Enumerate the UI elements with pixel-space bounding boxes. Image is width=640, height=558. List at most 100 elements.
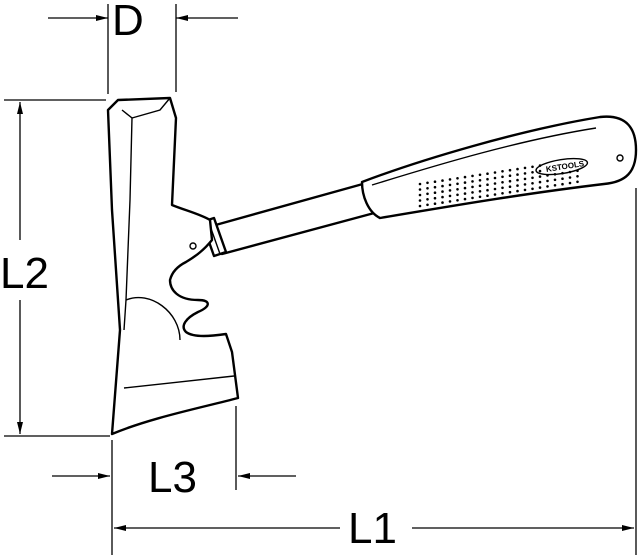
dimension-label-l1: L1: [348, 504, 397, 553]
dimension-label-l3: L3: [148, 453, 197, 502]
grip-dot: [441, 190, 444, 193]
grip-dot: [576, 180, 579, 184]
grip-dot: [418, 188, 422, 191]
grip-dot: [456, 188, 459, 191]
grip-dot: [441, 201, 444, 204]
grip-dot: [433, 180, 437, 183]
grip-dot: [531, 187, 534, 191]
grip-dot: [426, 187, 429, 190]
grip-dot: [501, 170, 504, 173]
nail-hole: [189, 242, 197, 250]
grip-dot: [508, 174, 512, 177]
grip-dot: [486, 183, 489, 186]
grip-dot: [478, 173, 482, 177]
grip-dot: [523, 166, 527, 170]
dimension-label-l2: L2: [0, 249, 49, 298]
grip-dot: [553, 178, 557, 182]
grip-dot: [516, 189, 519, 193]
grip-dot: [418, 193, 422, 197]
grip-dot: [433, 185, 437, 189]
grip-dot: [568, 176, 572, 179]
grip-dot: [448, 194, 452, 198]
handle-grip: [360, 115, 638, 220]
dimension-l1: L1: [114, 188, 637, 555]
grip-dot: [433, 191, 437, 194]
dimension-d: D: [48, 0, 238, 94]
hatchet-head: [106, 96, 240, 436]
grip-dot: [486, 194, 489, 197]
grip-dot: [546, 185, 549, 188]
grip-dot: [471, 180, 474, 183]
grip-dot: [486, 177, 489, 181]
grip-dot: [531, 176, 534, 180]
grip-dot: [456, 193, 459, 197]
grip-dot: [433, 202, 437, 205]
grip-dot: [418, 182, 422, 186]
grip-dot: [538, 169, 542, 173]
grip-dot: [448, 200, 452, 203]
grip-dot: [501, 192, 504, 195]
grip-dot: [478, 195, 482, 199]
grip-dot: [501, 186, 504, 190]
grip-dot: [508, 185, 512, 188]
grip-dot: [523, 177, 527, 181]
grip-dot: [448, 178, 452, 181]
grip-dot: [531, 165, 534, 169]
grip-dot: [486, 172, 489, 175]
grip-dot: [486, 188, 489, 192]
grip-dot: [501, 175, 504, 179]
grip-dot: [516, 173, 519, 176]
grip-dot: [531, 171, 534, 174]
grip-dot: [493, 176, 497, 180]
hanging-hole: [616, 154, 624, 162]
grip-dot: [516, 167, 519, 171]
dimension-label-d: D: [112, 0, 144, 45]
grip-dot: [493, 193, 497, 196]
grip-dot: [418, 199, 422, 202]
grip-dot: [561, 177, 564, 180]
grip-dot: [463, 197, 467, 201]
grip-dot: [471, 185, 474, 189]
grip-dot: [463, 186, 467, 190]
grip-dot: [471, 191, 474, 194]
grip-dot: [463, 181, 467, 184]
grip-dot: [478, 184, 482, 188]
grip-dot: [538, 180, 542, 184]
grip-dot: [426, 198, 429, 201]
grip-dot: [441, 179, 444, 182]
grip-dot: [523, 183, 527, 186]
grip-dot: [508, 168, 512, 172]
grip-dot: [523, 188, 527, 192]
dimension-l2: L2: [0, 99, 110, 437]
grip-dot: [478, 179, 482, 182]
grip-dot: [433, 196, 437, 200]
grip-dot: [516, 184, 519, 187]
grip-texture: [418, 164, 579, 208]
grip-dot: [471, 174, 474, 178]
grip-dot: [546, 179, 549, 183]
grip-dot: [463, 175, 467, 179]
grip-dot: [418, 204, 422, 208]
grip-dot: [523, 172, 527, 175]
grip-dot: [448, 189, 452, 192]
grip-dot: [456, 177, 459, 180]
grip-dot: [463, 192, 467, 195]
grip-dot: [456, 199, 459, 202]
grip-dot: [471, 196, 474, 200]
grip-dot: [426, 203, 429, 207]
grip-dot: [426, 192, 429, 196]
grip-dot: [493, 182, 497, 185]
grip-dot: [501, 181, 504, 184]
grip-dot: [478, 190, 482, 193]
grip-dot: [531, 182, 534, 185]
grip-inner-line: [371, 127, 597, 186]
grip-dot: [493, 187, 497, 191]
grip-dot: [561, 182, 564, 186]
grip-dot: [456, 182, 459, 186]
grip-dot: [508, 179, 512, 183]
hatchet-illustration: [106, 96, 638, 436]
grip-dot: [508, 190, 512, 194]
head-edge-line: [121, 109, 133, 331]
dimension-l3: L3: [52, 406, 296, 555]
